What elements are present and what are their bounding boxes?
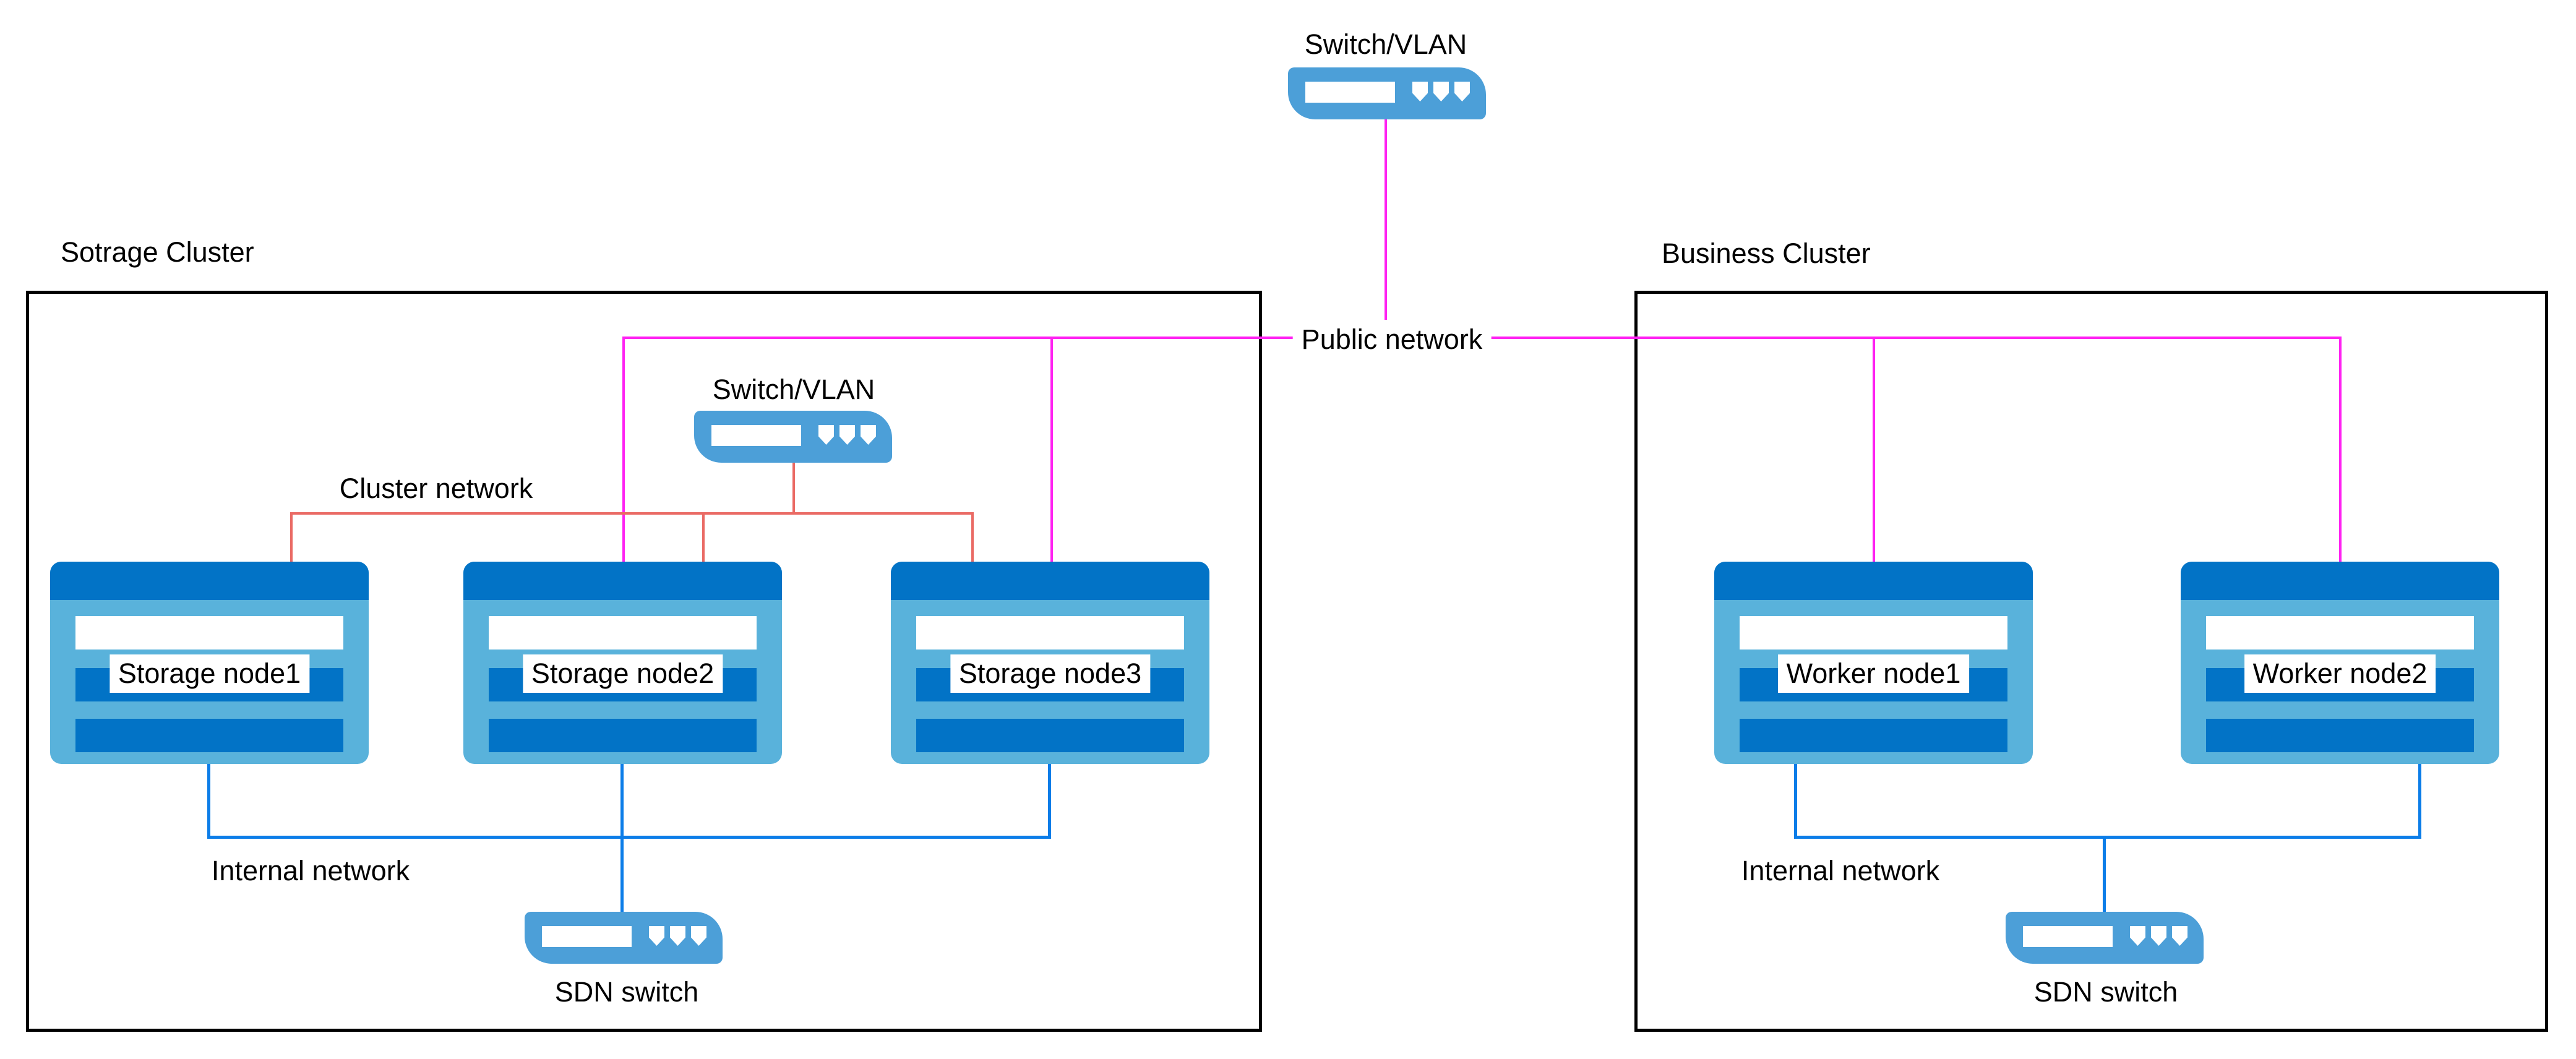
internal-network-line (207, 836, 1051, 839)
node-label: Storage node2 (522, 654, 723, 693)
switch-vlan-icon (694, 411, 892, 463)
worker-node-1: Worker node1 (1714, 562, 2033, 764)
switch-port-icon (1433, 82, 1449, 101)
switch-port-icon (839, 425, 855, 445)
internal-network-line (1794, 764, 1797, 839)
node-slot (489, 616, 757, 650)
node-header-bar (2181, 562, 2499, 600)
node-slot (75, 616, 343, 650)
node-slot (75, 719, 343, 752)
cluster-network-line (702, 512, 705, 562)
switch-display (711, 425, 801, 446)
internal-network-line (2103, 836, 2106, 912)
node-slot (2206, 719, 2474, 752)
business-cluster-title: Business Cluster (1662, 238, 1871, 269)
switch-port-icon (861, 425, 876, 445)
public-network-line (1873, 337, 1875, 562)
internal-network-line (1048, 764, 1051, 839)
cluster-network-line (792, 463, 795, 515)
node-header-bar (50, 562, 369, 600)
public-network-label: Public network (1292, 320, 1492, 359)
cluster-network-line (290, 512, 974, 515)
storage-internal-network-label: Internal network (211, 855, 410, 886)
internal-network-line (207, 764, 210, 839)
business-cluster-box (1634, 291, 2548, 1032)
node-label: Worker node1 (1777, 654, 1970, 693)
node-label: Storage node1 (109, 654, 310, 693)
node-slot (2206, 616, 2474, 650)
sdn-switch-icon (2006, 912, 2204, 964)
internal-network-line (1794, 836, 2421, 839)
switch-port-icon (818, 425, 834, 445)
public-network-line (1050, 337, 1053, 562)
cluster-network-line (290, 512, 293, 562)
storage-node-2: Storage node2 (463, 562, 782, 764)
switch-port-icon (691, 926, 706, 946)
switch-port-icon (2172, 926, 2187, 946)
node-slot (1740, 719, 2007, 752)
storage-cluster-title: Sotrage Cluster (61, 236, 254, 268)
switch-display (1305, 82, 1395, 103)
business-sdn-switch-label: SDN switch (2033, 976, 2178, 1008)
cluster-network-line (971, 512, 974, 562)
storage-node-3: Storage node3 (891, 562, 1209, 764)
switch-port-icon (2130, 926, 2145, 946)
switch-port-icon (1412, 82, 1428, 101)
internal-network-line (2418, 764, 2421, 839)
node-slot (916, 719, 1184, 752)
business-internal-network-label: Internal network (1741, 855, 1940, 886)
node-header-bar (891, 562, 1209, 600)
public-network-line (2339, 337, 2342, 562)
storage-sdn-switch-label: SDN switch (554, 976, 699, 1008)
node-slot (1740, 616, 2007, 650)
switch-port-icon (1454, 82, 1470, 101)
switch-display (2023, 926, 2113, 947)
node-header-bar (463, 562, 782, 600)
node-label: Storage node3 (950, 654, 1151, 693)
node-slot (489, 719, 757, 752)
node-header-bar (1714, 562, 2033, 600)
public-network-line (622, 337, 625, 562)
switch-port-icon (649, 926, 664, 946)
storage-cluster-box (26, 291, 1262, 1032)
switch-port-icon (2151, 926, 2166, 946)
storage-node-1: Storage node1 (50, 562, 369, 764)
internal-network-line (620, 764, 624, 912)
storage-vlan-switch-label: Switch/VLAN (712, 374, 875, 405)
node-slot (916, 616, 1184, 650)
top-switch-label: Switch/VLAN (1304, 28, 1467, 60)
cluster-network-label: Cluster network (339, 473, 533, 504)
worker-node-2: Worker node2 (2181, 562, 2499, 764)
switch-port-icon (670, 926, 685, 946)
switch-vlan-icon (1288, 67, 1486, 119)
switch-display (542, 926, 632, 947)
node-label: Worker node2 (2244, 654, 2436, 693)
public-network-line (1385, 119, 1387, 339)
sdn-switch-icon (525, 912, 723, 964)
